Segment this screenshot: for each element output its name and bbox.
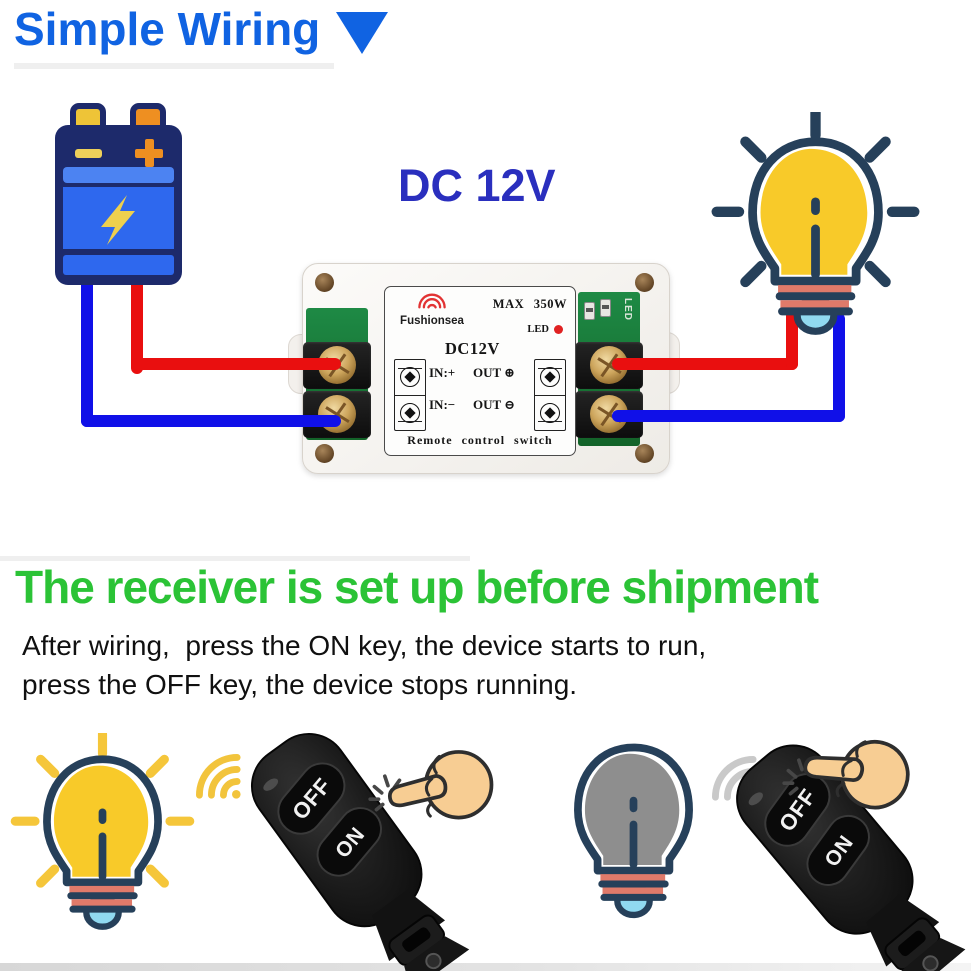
pcb-component bbox=[584, 302, 595, 320]
remote-body: OFF ON bbox=[250, 732, 470, 971]
terminal-screw bbox=[318, 395, 356, 433]
bulb-off-illustration bbox=[563, 739, 704, 922]
led-indicator-row: LED bbox=[527, 324, 563, 335]
bulb-glass bbox=[753, 142, 879, 332]
terminal-symbol-icon bbox=[540, 402, 560, 423]
max-power-label: MAX 350W bbox=[492, 297, 567, 311]
pcb-led-silkscreen: LED bbox=[622, 298, 633, 321]
battery-illustration bbox=[55, 103, 182, 285]
brand-block: Fushionsea bbox=[393, 292, 471, 327]
remote-control-off: OFF ON bbox=[700, 711, 971, 971]
brand-name: Fushionsea bbox=[400, 315, 464, 327]
divider-line bbox=[14, 63, 334, 69]
wire-positive-battery-vertical bbox=[131, 276, 143, 374]
off-button: OFF bbox=[764, 773, 831, 847]
remote-led bbox=[263, 778, 279, 791]
press-sparkle-icon bbox=[368, 774, 402, 812]
note-line-1: After wiring, press the ON key, the devi… bbox=[22, 630, 707, 661]
minus-symbol bbox=[75, 149, 102, 158]
wire-negative-to-in-minus bbox=[81, 415, 341, 427]
terminal-symbol-icon bbox=[540, 367, 560, 388]
on-button: ON bbox=[806, 814, 870, 886]
screw-hole bbox=[635, 444, 654, 463]
note-heading: The receiver is set up before shipment bbox=[15, 561, 819, 613]
on-button: ON bbox=[316, 807, 382, 877]
supply-voltage-label: DC 12V bbox=[398, 160, 556, 211]
triangle-down-icon bbox=[336, 12, 389, 54]
note-line-2: press the OFF key, the device stops runn… bbox=[22, 669, 578, 700]
wire-out-minus-to-bulb bbox=[612, 410, 845, 422]
receiver-label: Fushionsea MAX 350W LED DC12V IN:+ IN:− … bbox=[384, 286, 576, 456]
led-label: LED bbox=[527, 324, 549, 335]
wire-out-plus-vertical bbox=[786, 310, 798, 370]
terminal-symbol-column-left bbox=[394, 359, 426, 431]
model-label: DC12V bbox=[445, 339, 500, 358]
terminal-symbol-icon bbox=[400, 367, 420, 388]
wire-negative-battery-vertical bbox=[81, 276, 93, 427]
remote-led bbox=[748, 792, 763, 806]
bottom-edge-band bbox=[0, 963, 971, 971]
remote-body: OFF ON bbox=[736, 744, 966, 971]
pcb-component bbox=[600, 299, 611, 317]
wire-positive-to-in-plus bbox=[131, 358, 341, 370]
wire-out-plus-to-bulb bbox=[612, 358, 798, 370]
screw-hole bbox=[635, 273, 654, 292]
page-title-row: Simple Wiring bbox=[14, 0, 389, 58]
lightning-icon bbox=[101, 195, 135, 245]
strap-rivet bbox=[425, 952, 442, 970]
out-minus-label: OUT ⊖ bbox=[473, 397, 516, 412]
signal-waves-icon-yellow bbox=[196, 754, 241, 799]
strap-rivet bbox=[922, 955, 939, 971]
terminal-symbol-column-right bbox=[534, 359, 566, 431]
screw-hole bbox=[315, 273, 334, 292]
finger-press-hand bbox=[803, 740, 910, 810]
bulb-on-illustration bbox=[0, 733, 208, 953]
bulb-illustration-top bbox=[696, 112, 935, 361]
led-dot-icon bbox=[554, 325, 563, 334]
page-title: Simple Wiring bbox=[14, 3, 321, 55]
wire-out-minus-vertical bbox=[833, 313, 845, 422]
in-plus-label: IN:+ bbox=[429, 365, 456, 380]
finger-press-hand bbox=[387, 750, 494, 820]
receiver-footer-label: Remote control switch bbox=[407, 433, 553, 447]
divider-line bbox=[0, 556, 470, 561]
screw-hole bbox=[315, 444, 334, 463]
radio-waves-icon bbox=[418, 293, 446, 309]
terminal-symbol-icon bbox=[400, 402, 420, 423]
remote-control-on: OFF ON bbox=[214, 701, 500, 971]
out-plus-label: OUT ⊕ bbox=[473, 365, 516, 380]
in-minus-label: IN:− bbox=[429, 397, 456, 412]
